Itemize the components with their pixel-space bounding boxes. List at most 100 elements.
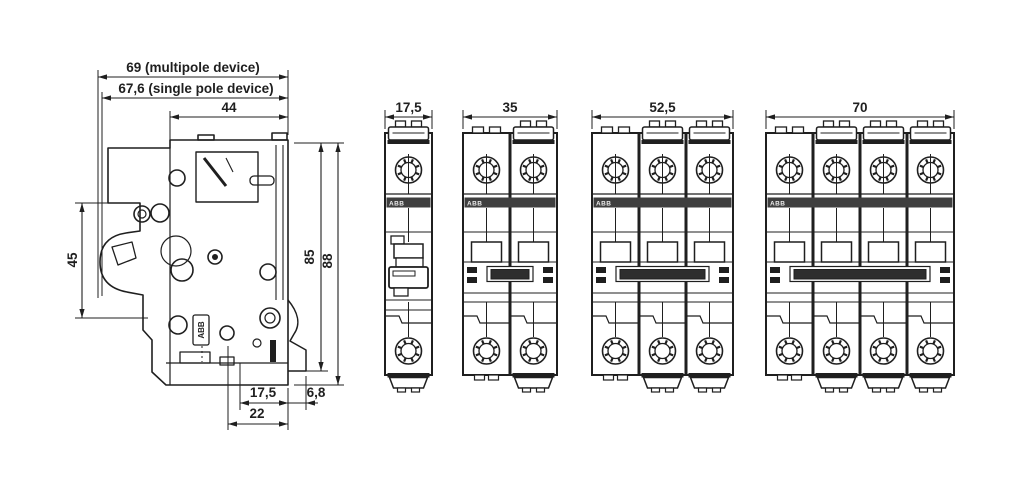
dimension-arrow bbox=[592, 114, 601, 120]
rivet bbox=[168, 169, 186, 187]
top-tab bbox=[488, 126, 502, 134]
terminal-screw-icon bbox=[472, 337, 501, 365]
dimension-arrow bbox=[279, 421, 288, 427]
dimension-label: 44 bbox=[221, 100, 237, 115]
side-view-dimensions: 69 (multipole device)67,6 (single pole d… bbox=[65, 60, 344, 430]
top-clamp-bar bbox=[641, 140, 684, 144]
terminal-screw-icon bbox=[869, 337, 898, 365]
dimension-arrow bbox=[79, 203, 85, 212]
top-clamp-bump bbox=[838, 120, 851, 128]
bottom-clamp-foot bbox=[918, 387, 929, 393]
lock-tab bbox=[719, 267, 729, 273]
toggle-handle bbox=[646, 241, 679, 263]
toggle-handle bbox=[517, 241, 550, 263]
toggle-tab bbox=[393, 287, 409, 297]
top-clamp-bump bbox=[932, 120, 945, 128]
dimension-arrow bbox=[102, 95, 111, 101]
rivet-small bbox=[252, 338, 262, 348]
case-step-line bbox=[766, 315, 813, 324]
lock-tab bbox=[543, 277, 553, 283]
toggle-pivot-inner bbox=[170, 258, 194, 282]
dimension-arrow bbox=[385, 114, 394, 120]
dimension-arrow bbox=[318, 362, 324, 371]
top-clamp-bar bbox=[512, 140, 555, 144]
dimension-label: 52,5 bbox=[649, 100, 676, 115]
abb-logo-band bbox=[593, 197, 732, 208]
tie-bar bbox=[490, 269, 530, 280]
terminal-screw-icon bbox=[822, 337, 851, 365]
bottom-clamp-bar bbox=[512, 373, 555, 378]
lock-tab bbox=[543, 267, 553, 273]
lock-tab bbox=[467, 267, 477, 273]
toggle-knob bbox=[388, 266, 429, 289]
toggle-tab bbox=[390, 235, 405, 245]
top-tab-right bbox=[271, 132, 288, 141]
top-tab bbox=[471, 126, 485, 134]
bottom-clamp-foot bbox=[932, 387, 943, 393]
bottom-clamp-block bbox=[816, 376, 857, 389]
bottom-clamp-foot bbox=[664, 387, 675, 393]
bottom-clamp-block bbox=[642, 376, 683, 389]
bottom-clamp-foot bbox=[697, 387, 708, 393]
arc-chamber bbox=[195, 151, 259, 203]
dimension-arrow bbox=[98, 74, 107, 80]
dimension-label: 88 bbox=[320, 253, 335, 269]
top-tab bbox=[774, 126, 788, 134]
dimension-label: 17,5 bbox=[395, 100, 422, 115]
din-rail-clip bbox=[287, 299, 307, 372]
dimension-label: 6,8 bbox=[307, 385, 326, 400]
top-tab bbox=[600, 126, 614, 134]
bottom-clamp-block bbox=[863, 376, 904, 389]
lock-tab bbox=[770, 267, 780, 273]
arc-lever bbox=[202, 157, 228, 187]
top-clamp-bump bbox=[869, 120, 882, 128]
bottom-clamp-bar bbox=[688, 373, 731, 378]
dimension-arrow bbox=[724, 114, 733, 120]
bottom-tab bbox=[790, 374, 803, 381]
breaker-side-outline bbox=[99, 139, 289, 386]
brand-plate-label: ABB bbox=[197, 321, 206, 339]
bottom-clamp-foot bbox=[410, 387, 421, 393]
terminal-screw-icon bbox=[394, 337, 423, 365]
top-tab bbox=[617, 126, 631, 134]
toggle-handle bbox=[867, 241, 900, 263]
dimension-arrow bbox=[228, 421, 237, 427]
toggle-handle bbox=[393, 243, 424, 259]
case-step-line bbox=[385, 315, 432, 324]
rivet bbox=[168, 315, 188, 335]
bottom-clamp-bar bbox=[862, 373, 905, 378]
side-view-drawing: ABB bbox=[99, 132, 307, 386]
bottom-tab bbox=[616, 374, 629, 381]
arc-detail-line bbox=[225, 157, 234, 173]
top-clamp-bump bbox=[535, 120, 548, 128]
dimension-label: 22 bbox=[249, 406, 264, 421]
top-clamp-bump bbox=[519, 120, 532, 128]
toggle-knob-inset bbox=[392, 270, 416, 277]
dimension-arrow bbox=[335, 143, 341, 152]
rivet bbox=[133, 205, 151, 223]
dimension-arrow bbox=[279, 95, 288, 101]
case-step-line bbox=[907, 315, 954, 324]
clip-spring bbox=[270, 340, 276, 362]
dimension-arrow bbox=[79, 309, 85, 318]
bottom-tab bbox=[776, 374, 789, 381]
dimension-label: 35 bbox=[502, 100, 518, 115]
abb-logo-band bbox=[464, 197, 556, 208]
case-step-line bbox=[860, 315, 907, 324]
lock-tab bbox=[596, 267, 606, 273]
rivet bbox=[219, 325, 235, 341]
dimension-arrow bbox=[945, 114, 954, 120]
dimension-arrow bbox=[279, 74, 288, 80]
bottom-clamp-foot bbox=[396, 387, 407, 393]
terminal-screw-icon bbox=[775, 337, 804, 365]
top-clamp-bar bbox=[387, 140, 430, 144]
top-clamp-bump bbox=[664, 120, 677, 128]
bottom-clamp-block bbox=[910, 376, 951, 389]
toggle-knob-facet bbox=[111, 241, 137, 266]
dimension-arrow bbox=[306, 400, 315, 406]
tie-bar bbox=[619, 269, 706, 280]
dimension-arrow bbox=[423, 114, 432, 120]
